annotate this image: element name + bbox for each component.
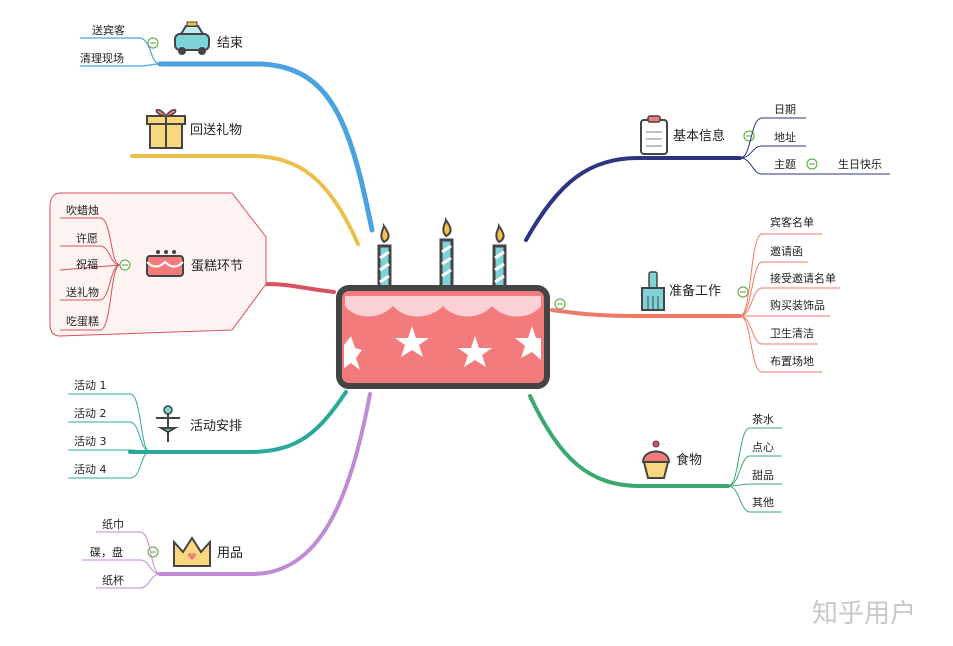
- center-cake[interactable]: [336, 216, 550, 389]
- prep-child-5[interactable]: 布置场地: [770, 354, 814, 368]
- collapse-supplies[interactable]: [147, 546, 159, 558]
- branch-activity-title: 活动安排: [190, 419, 242, 434]
- cupcake-icon: [641, 440, 671, 479]
- branch-cake-title: 蛋糕环节: [191, 259, 243, 274]
- candle-middle: [439, 216, 454, 292]
- cake-child-1[interactable]: 许愿: [76, 232, 98, 245]
- collapse-basic[interactable]: [743, 130, 755, 142]
- branch-supplies[interactable]: 用品: [173, 536, 243, 567]
- connector-gift: [130, 154, 360, 246]
- crown-icon: [173, 536, 211, 567]
- branch-cake[interactable]: 蛋糕环节: [146, 250, 243, 277]
- branch-end[interactable]: 结束: [174, 21, 243, 55]
- connector-prep: [550, 308, 742, 318]
- taxi-icon: [174, 21, 210, 55]
- cake-child-2[interactable]: 祝福: [76, 257, 98, 271]
- activity-child-1[interactable]: 活动 2: [74, 407, 107, 420]
- end-child-0[interactable]: 送宾客: [92, 23, 125, 37]
- collapse-cake[interactable]: [119, 259, 131, 271]
- food-child-0[interactable]: 茶水: [752, 413, 774, 426]
- prep-child-4[interactable]: 卫生清洁: [770, 326, 814, 340]
- prep-child-3[interactable]: 购买装饰品: [770, 298, 825, 312]
- prep-child-0[interactable]: 宾客名单: [770, 215, 814, 229]
- branch-end-title: 结束: [217, 36, 243, 51]
- clipboard-icon: [640, 115, 668, 155]
- food-child-3[interactable]: 其他: [752, 496, 774, 509]
- collapse-end[interactable]: [147, 37, 159, 49]
- branch-gift[interactable]: 回送礼物: [146, 108, 242, 149]
- cake-frosting: [345, 296, 541, 317]
- end-child-1[interactable]: 清理现场: [80, 51, 124, 65]
- activity-child-3[interactable]: 活动 4: [74, 463, 107, 476]
- basic-child-2[interactable]: 主题: [774, 158, 796, 171]
- cake-stars: [344, 326, 541, 370]
- connector-activity: [128, 390, 348, 454]
- connector-supplies: [158, 392, 372, 576]
- activity-child-2[interactable]: 活动 3: [74, 435, 107, 448]
- food-child-2[interactable]: 甜品: [752, 469, 774, 482]
- branch-basic-title: 基本信息: [673, 128, 725, 144]
- cake-child-4[interactable]: 吃蛋糕: [66, 314, 99, 328]
- collapse-theme[interactable]: [806, 158, 818, 170]
- cake-icon: [146, 250, 184, 277]
- gift-box-icon: [146, 108, 186, 149]
- prep-child-1[interactable]: 邀请函: [770, 244, 803, 258]
- candle-left: [377, 222, 392, 292]
- cake-child-3[interactable]: 送礼物: [66, 285, 99, 299]
- supplies-child-2[interactable]: 纸杯: [102, 573, 124, 587]
- branch-prep-title: 准备工作: [669, 283, 721, 299]
- prep-child-2[interactable]: 接受邀请名单: [770, 271, 836, 285]
- cake-body: [336, 285, 550, 389]
- food-child-1[interactable]: 点心: [752, 441, 774, 454]
- supplies-child-0[interactable]: 纸巾: [102, 517, 124, 531]
- supplies-child-1[interactable]: 碟，盘: [90, 545, 123, 559]
- branch-food-title: 食物: [676, 452, 702, 468]
- branch-activity[interactable]: 活动安排: [156, 405, 242, 442]
- branch-gift-title: 回送礼物: [190, 122, 242, 138]
- branch-supplies-title: 用品: [217, 546, 243, 561]
- branch-prep[interactable]: 准备工作: [641, 271, 721, 311]
- branch-food[interactable]: 食物: [641, 440, 702, 479]
- cake-child-0[interactable]: 吹蜡烛: [66, 204, 99, 217]
- broom-icon: [641, 271, 665, 311]
- branch-basic[interactable]: 基本信息: [640, 115, 725, 155]
- collapse-prep-left[interactable]: [554, 298, 566, 310]
- connector-basic: [524, 156, 742, 242]
- connector-cake: [264, 282, 336, 294]
- candle-right: [492, 222, 507, 292]
- watermark-text: 知乎用户: [812, 599, 916, 629]
- basic-child-0[interactable]: 日期: [774, 103, 796, 116]
- activity-child-0[interactable]: 活动 1: [74, 379, 107, 392]
- collapse-prep[interactable]: [737, 286, 749, 298]
- basic-child-1[interactable]: 地址: [774, 130, 796, 144]
- dancer-icon: [156, 405, 180, 442]
- basic-theme-child[interactable]: 生日快乐: [838, 157, 882, 171]
- connector-food: [528, 394, 730, 488]
- connector-end: [157, 61, 375, 233]
